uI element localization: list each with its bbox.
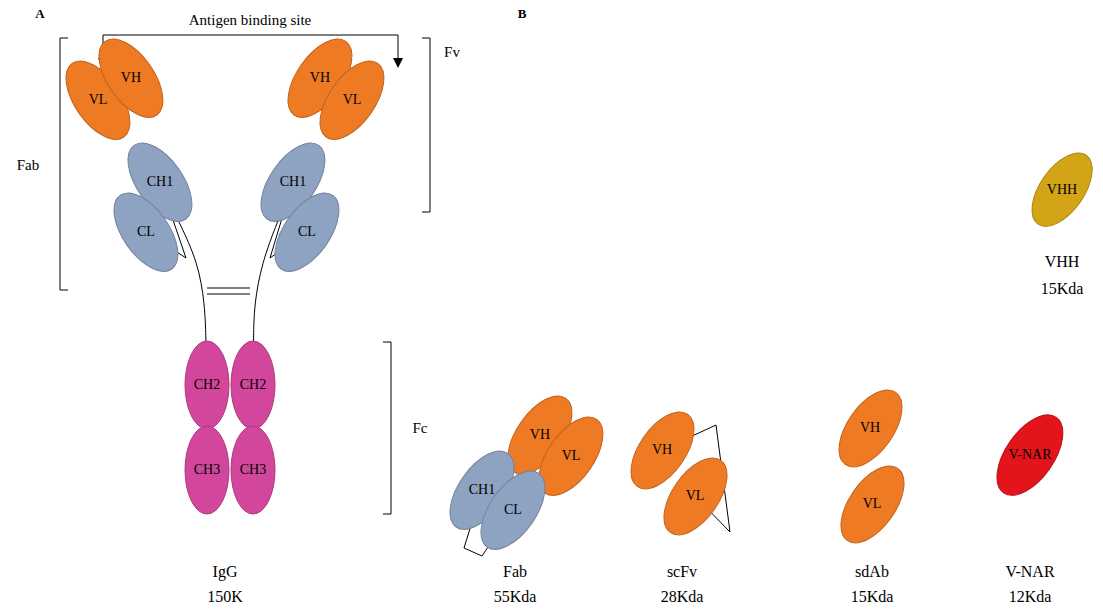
figure-label: VHH: [1045, 253, 1080, 271]
domain-label: VL: [562, 448, 581, 463]
domain-label: CH1: [469, 482, 495, 497]
arrow-head: [393, 58, 403, 68]
domain-label: CL: [137, 224, 155, 239]
figure-label: Fab: [17, 157, 40, 174]
domain-label: CH1: [280, 174, 306, 189]
figure-label: 55Kda: [494, 588, 537, 606]
figure-label: 15Kda: [851, 588, 894, 606]
figure-label: Fv: [444, 44, 460, 61]
domain-ellipse: CL: [112, 191, 180, 273]
text-holder: VH: [97, 37, 165, 119]
domain-label: CH3: [240, 462, 266, 477]
text-holder: VHH: [1030, 151, 1094, 228]
figure-label: A: [35, 7, 44, 21]
ellipse-outline: [828, 455, 916, 553]
domain-label: VL: [89, 92, 108, 107]
domain-label: VL: [343, 92, 362, 107]
domain-ellipse: V-NAR: [995, 413, 1065, 497]
text-holder: CL: [479, 469, 547, 551]
ellipse-outline: [307, 50, 396, 150]
domain-label: VH: [310, 70, 330, 85]
domain-label: VH: [121, 70, 141, 85]
figure-label: 28Kda: [661, 588, 704, 606]
text-holder: CL: [112, 191, 180, 273]
domain-ellipse: CH2: [229, 339, 277, 431]
ellipse-outline: [185, 426, 229, 514]
domain-ellipse: CL: [479, 469, 547, 551]
text-holder: V-NAR: [995, 413, 1065, 497]
text-holder: VH: [837, 388, 904, 469]
text-holder: VL: [318, 59, 386, 141]
domain-label: VHH: [1047, 182, 1077, 197]
figure-label: IgG: [213, 563, 238, 581]
domain-ellipse: VHH: [1030, 151, 1094, 228]
domain-ellipse: VL: [537, 415, 605, 497]
text-holder: VL: [537, 415, 605, 497]
domain-label: VH: [530, 427, 550, 442]
fv-bracket: [422, 38, 430, 212]
ellipse-outline: [101, 182, 190, 282]
ellipse-outline: [826, 379, 914, 477]
domain-label: CL: [298, 224, 316, 239]
text-holder: CL: [273, 191, 341, 273]
text-holder: CH2: [183, 339, 231, 431]
domain-ellipse: VH: [97, 37, 165, 119]
ellipse-outline: [262, 182, 351, 282]
bond-line: [254, 221, 278, 341]
domain-label: CH2: [240, 377, 266, 392]
domain-ellipse: CH3: [229, 424, 277, 516]
text-holder: CH3: [183, 424, 231, 516]
text-holder: VL: [662, 456, 729, 537]
text-holder: CH2: [229, 339, 277, 431]
text-holder: VL: [839, 464, 906, 545]
fc-bracket: [383, 342, 391, 514]
hinge-bond: [207, 288, 250, 289]
ellipse-outline: [651, 447, 739, 545]
ellipse-outline: [1020, 143, 1103, 237]
figure-label: scFv: [667, 563, 697, 581]
domain-label: CL: [504, 502, 522, 517]
domain-ellipse: CH2: [183, 339, 231, 431]
figure-label: 12Kda: [1009, 588, 1052, 606]
bond-line: [179, 221, 206, 341]
hinge-bond: [207, 294, 250, 295]
figure-label: Fab: [503, 563, 527, 581]
figure-label: 150K: [207, 588, 243, 606]
domain-label: CH1: [147, 174, 173, 189]
domain-ellipse: VL: [839, 464, 906, 545]
figure-label: sdAb: [855, 563, 889, 581]
domain-ellipse: VL: [662, 456, 729, 537]
ellipse-outline: [231, 341, 275, 429]
antigen-bracket: [103, 35, 398, 60]
domain-ellipse: CH3: [183, 424, 231, 516]
domain-ellipse: VL: [318, 59, 386, 141]
domain-label: VH: [860, 420, 880, 435]
figure-label: B: [518, 7, 527, 21]
domain-ellipse: VH: [837, 388, 904, 469]
domain-label: V-NAR: [1008, 447, 1051, 462]
ellipse-outline: [468, 460, 557, 560]
figure-label: 15Kda: [1041, 280, 1084, 298]
figure-label: Antigen binding site: [189, 12, 312, 29]
domain-label: VH: [652, 442, 672, 457]
text-holder: CH3: [229, 424, 277, 516]
domain-label: VL: [863, 496, 882, 511]
domain-label: CH2: [194, 377, 220, 392]
ellipse-outline: [984, 404, 1076, 507]
figure-label: Fc: [413, 420, 428, 437]
ellipse-outline: [86, 28, 175, 128]
domain-label: CH3: [194, 462, 220, 477]
domain-ellipse: CL: [273, 191, 341, 273]
ellipse-outline: [231, 426, 275, 514]
figure-label: V-NAR: [1005, 563, 1054, 581]
ellipse-outline: [185, 341, 229, 429]
domain-label: VL: [686, 488, 705, 503]
